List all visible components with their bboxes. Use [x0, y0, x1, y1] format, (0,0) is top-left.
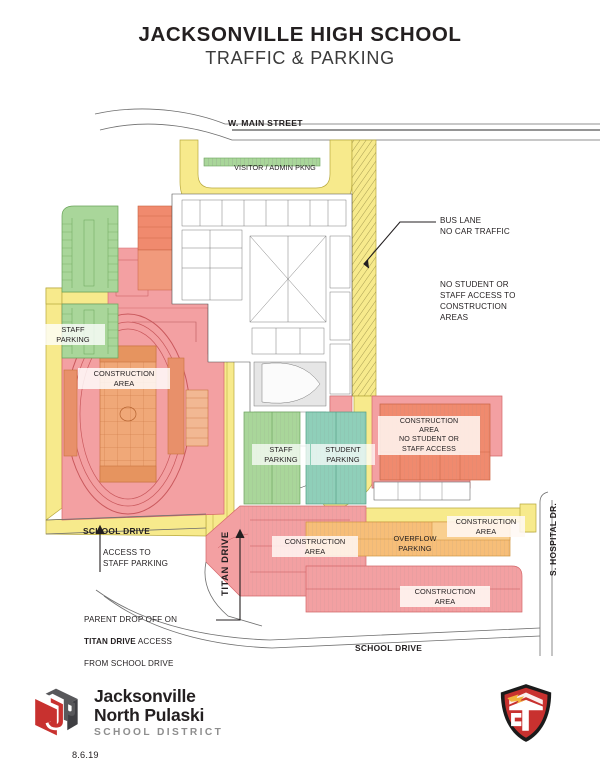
district-name: Jacksonville North Pulaski SCHOOL DISTRI… — [94, 686, 223, 738]
annotation-bus-lane: BUS LANE NO CAR TRAFFIC — [440, 216, 510, 236]
label-construction-southwest: CONSTRUCTION AREA — [272, 536, 358, 558]
title-main: JACKSONVILLE HIGH SCHOOL — [138, 23, 462, 46]
annotation-no-access: NO STUDENT OR STAFF ACCESS TO CONSTRUCTI… — [440, 280, 516, 322]
dropoff-line-1: PARENT DROP OFF ON — [84, 614, 178, 624]
district-logo-block: Jacksonville North Pulaski SCHOOL DISTRI… — [30, 686, 223, 738]
revision-date: 8.6.19 — [72, 750, 99, 760]
label-student-parking: STUDENT PARKING — [311, 444, 375, 466]
label-construction-no-access: CONSTRUCTION AREA NO STUDENT OR STAFF AC… — [378, 416, 480, 455]
road-w-main-street — [94, 108, 600, 141]
campus-site-map: W. MAIN STREET TITAN DRIVE SCHOOL DRIVE … — [0, 96, 600, 668]
label-visitor-admin-parking: VISITOR / ADMIN PKNG — [234, 163, 316, 172]
road-school-drive-west-lines — [45, 513, 207, 535]
label-staff-parking-west: STAFF PARKING — [41, 324, 105, 346]
dropoff-road-name: TITAN DRIVE — [84, 636, 136, 646]
label-construction-stadium: CONSTRUCTION AREA — [78, 368, 170, 390]
road-school-drive-south-lines — [95, 561, 541, 649]
district-line-2: North Pulaski — [94, 704, 205, 725]
annotation-leaders — [95, 221, 436, 621]
label-s-hospital-drive: S. HOSPITAL DR. — [548, 502, 558, 576]
label-overflow-parking: OVERFLOW PARKING — [393, 534, 437, 553]
annotation-parent-dropoff: PARENT DROP OFF ON TITAN DRIVE ACCESS FR… — [84, 604, 177, 670]
title-subtitle: TRAFFIC & PARKING — [205, 47, 395, 68]
jnpsd-logo-icon — [33, 687, 79, 737]
label-school-drive-west: SCHOOL DRIVE — [83, 526, 151, 536]
label-construction-south: CONSTRUCTION AREA — [400, 586, 490, 608]
district-line-3: SCHOOL DISTRICT — [94, 726, 224, 738]
road-s-hospital-drive-lines — [539, 491, 553, 656]
dropoff-line-2: ACCESS — [135, 636, 173, 646]
page-title: JACKSONVILLE HIGH SCHOOL TRAFFIC & PARKI… — [0, 23, 600, 69]
label-construction-northeast: CONSTRUCTION AREA — [447, 516, 525, 538]
label-w-main-street: W. MAIN STREET — [228, 118, 303, 128]
area-visitor-admin-parking — [203, 157, 321, 167]
building-interior-lines — [181, 199, 351, 447]
district-line-1: Jacksonville — [94, 686, 196, 706]
titans-crest-icon — [500, 684, 552, 742]
annotation-staff-access: ACCESS TO STAFF PARKING — [103, 548, 169, 568]
footer: Jacksonville North Pulaski SCHOOL DISTRI… — [0, 666, 600, 776]
label-staff-parking-center: STAFF PARKING — [252, 444, 310, 466]
label-school-drive-south: SCHOOL DRIVE — [355, 643, 423, 653]
dropoff-line-3: FROM SCHOOL DRIVE — [84, 658, 174, 668]
label-titan-drive: TITAN DRIVE — [219, 531, 230, 596]
